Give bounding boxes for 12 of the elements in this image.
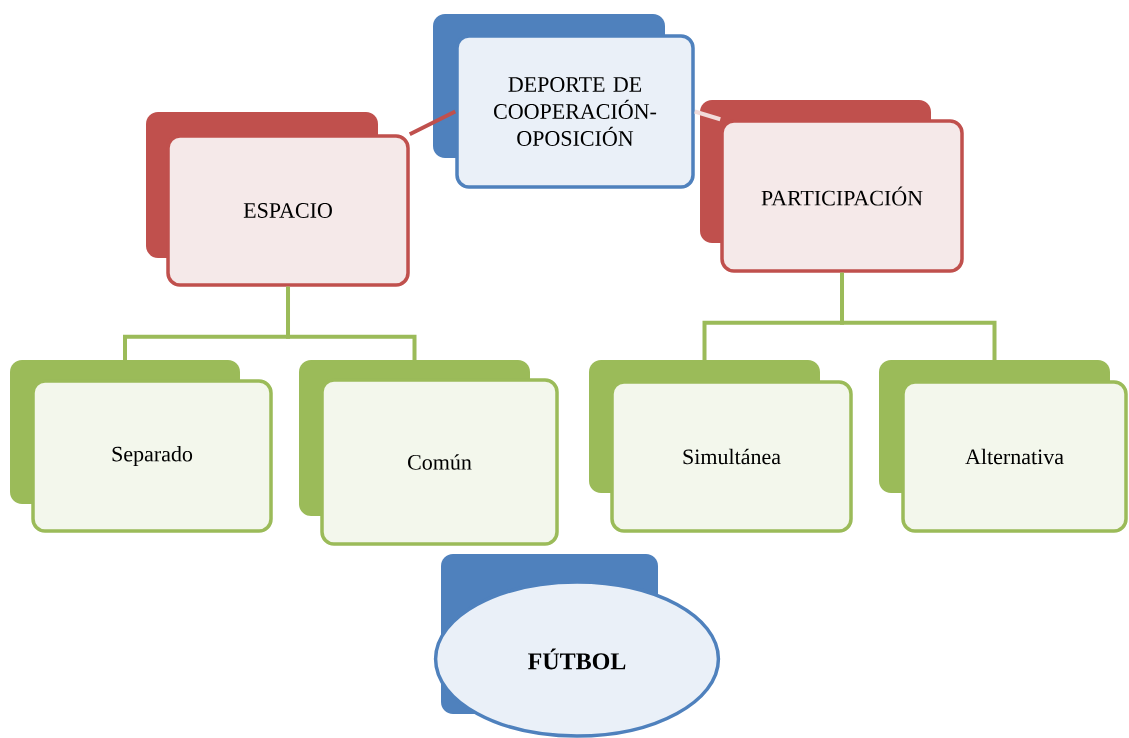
ellipse-node: FÚTBOL (433, 554, 721, 738)
rounded-box: Separado (10, 360, 273, 533)
rounded-box: PARTICIPACIÓN (700, 100, 964, 273)
rounded-box: Simultánea (589, 360, 853, 533)
rounded-box: ESPACIO (146, 112, 410, 287)
rounded-box: DEPORTE DE COOPERACIÓN-OPOSICIÓN (433, 14, 695, 189)
connector-line (840, 272, 997, 360)
connector-line (408, 109, 457, 137)
connector-line (286, 286, 417, 360)
rounded-box: Alternativa (879, 360, 1128, 533)
connector-line (694, 109, 721, 122)
rounded-box: Común (299, 360, 559, 546)
